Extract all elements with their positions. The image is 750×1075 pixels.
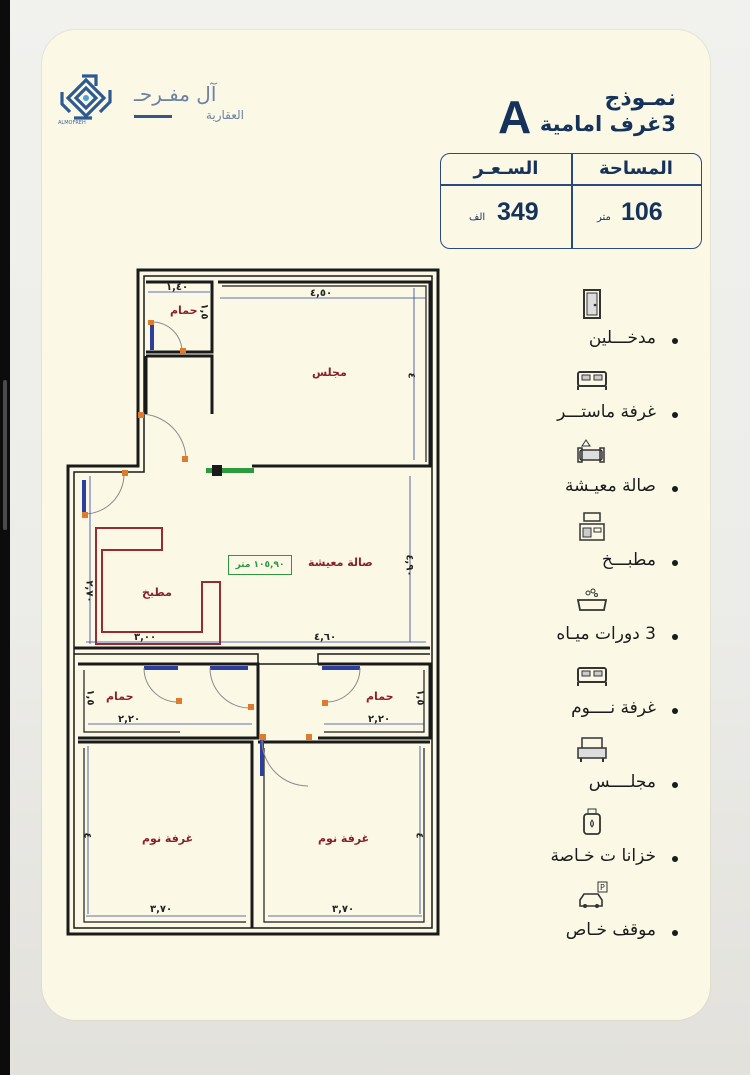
room-label-bath-top: حمام — [170, 304, 198, 317]
feature-label: 3 دورات ميـاه — [556, 624, 656, 644]
dim-living-h: ٤,٩٠ — [403, 554, 415, 577]
feature-label: مدخـــلين — [588, 328, 656, 348]
bathtub-icon — [576, 588, 608, 611]
dim-bed-left-w: ٣,٧٠ — [150, 904, 173, 915]
price-value: 349 — [497, 198, 539, 226]
feature-item: 3 دورات ميـاه — [516, 582, 696, 652]
armchair-icon — [577, 737, 607, 762]
room-label-majlis: مجلس — [312, 366, 347, 379]
feature-item: خزانا ت خـاصة — [516, 804, 696, 874]
scrollbar-thumb[interactable] — [3, 380, 7, 530]
price-header: السـعـر — [473, 158, 539, 179]
brand-tag: ALMOFREH — [58, 120, 86, 126]
feature-label: صالة معيـشة — [564, 476, 656, 496]
feature-item: غرفة نــــوم — [516, 656, 696, 726]
brand-subtitle: العقارية — [205, 108, 244, 122]
feature-item: P موقف خـاص — [516, 878, 696, 948]
water-tank-icon — [583, 808, 601, 835]
bullet-icon — [672, 930, 678, 936]
kitchen-icon — [579, 512, 605, 541]
bullet-icon — [672, 486, 678, 492]
features-list: مدخـــلين غرفة ماستـــر صالة معيـشة مطبـ… — [516, 286, 696, 956]
area-header: المساحة — [599, 158, 673, 179]
area-unit: متر — [597, 212, 611, 223]
room-label-bed-left: غرفة نوم — [142, 832, 194, 845]
svg-text:P: P — [600, 883, 605, 892]
dim-bed-left-h: ٤ — [81, 832, 93, 839]
feature-item: مطبـــخ — [516, 508, 696, 578]
area-value: 106 — [621, 198, 663, 226]
dim-majlis-h: ٤ — [405, 372, 417, 379]
feature-item: مدخـــلين — [516, 286, 696, 356]
dim-kitchen-h: ٢,٧٠ — [83, 580, 95, 603]
dim-living-w: ٤,٦٠ — [314, 632, 337, 643]
dim-bath-right-h: ١,٥ — [414, 689, 426, 706]
price-unit: الف — [469, 212, 486, 223]
brand-mark-icon — [60, 74, 112, 120]
brand-underline — [134, 115, 172, 118]
model-letter: A — [498, 91, 532, 143]
info-table: السـعـر المساحة الف 349 متر 106 — [440, 153, 702, 249]
dim-bath-left-w: ٢,٢٠ — [118, 714, 141, 725]
scrollbar[interactable] — [0, 0, 10, 1075]
room-label-bed-right: غرفة نوم — [318, 832, 370, 845]
model-title: نمـوذج — [604, 86, 676, 111]
floor-plan: حمام مجلس صالة معيشة مطبخ حمام حمام غرفة… — [62, 264, 444, 940]
dim-majlis-w: ٤,٥٠ — [310, 288, 333, 299]
parking-icon: P — [579, 881, 608, 908]
feature-label: غرفة نــــوم — [571, 698, 656, 718]
total-area-tag: ١٠٥,٩٠ متر — [228, 555, 292, 575]
model-subtitle: 3غرف امامية — [539, 112, 676, 136]
feature-label: غرفة ماستـــر — [557, 402, 656, 422]
sofa-icon — [577, 439, 605, 463]
brochure-card — [42, 30, 710, 1020]
bullet-icon — [672, 560, 678, 566]
room-label-bath-right: حمام — [366, 690, 394, 703]
dim-kitchen-w: ٣,٠٠ — [134, 632, 157, 643]
bed-icon — [577, 667, 607, 686]
room-label-bath-left: حمام — [106, 690, 134, 703]
brand-name: آل مفـرحـ — [134, 82, 217, 106]
info-divider-v — [571, 154, 573, 248]
bullet-icon — [672, 634, 678, 640]
floor-plan-drawing — [66, 268, 440, 936]
feature-item: مجلــــس — [516, 730, 696, 800]
feature-item: صالة معيـشة — [516, 434, 696, 504]
door-icon — [583, 289, 601, 319]
feature-item: غرفة ماستـــر — [516, 360, 696, 430]
room-label-living: صالة معيشة — [308, 556, 373, 569]
bullet-icon — [672, 856, 678, 862]
room-label-kitchen: مطبخ — [142, 586, 172, 599]
bullet-icon — [672, 708, 678, 714]
bullet-icon — [672, 338, 678, 344]
dim-top-bath-w: ١,٤٠ — [166, 282, 189, 293]
dim-bath-left-h: ١,٥ — [84, 689, 96, 706]
dim-top-bath-h: ١,٥ — [198, 303, 210, 320]
dim-bed-right-w: ٣,٧٠ — [332, 904, 355, 915]
bullet-icon — [672, 782, 678, 788]
bullet-icon — [672, 412, 678, 418]
feature-label: موقف خـاص — [565, 920, 656, 940]
feature-label: مجلــــس — [588, 772, 656, 792]
bed-icon — [577, 371, 607, 390]
brand-logo: آل مفـرحـ العقارية ALMOFREH — [56, 68, 246, 128]
dim-bed-right-h: ٤ — [413, 832, 425, 839]
feature-label: خزانا ت خـاصة — [550, 846, 656, 866]
feature-label: مطبـــخ — [601, 550, 656, 570]
dim-bath-right-w: ٢,٢٠ — [368, 714, 391, 725]
